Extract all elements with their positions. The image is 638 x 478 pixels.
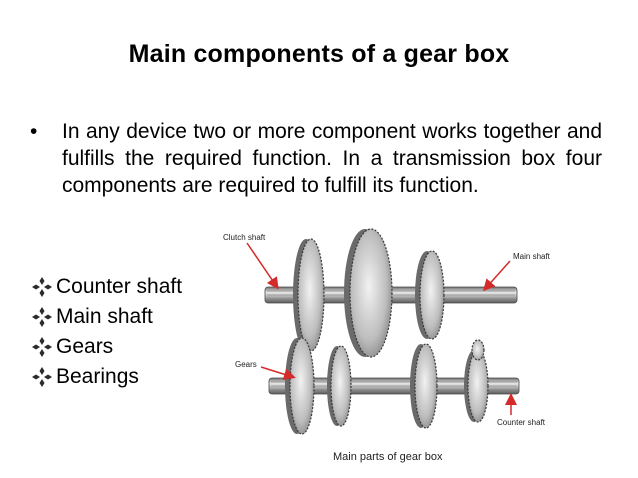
gearbox-illustration: Clutch shaft Main shaft Gears Counter sh…	[223, 228, 551, 463]
gears-label: Gears	[235, 360, 257, 369]
bullet-paragraph: • In any device two or more component wo…	[30, 118, 602, 199]
four-diamond-bullet-icon	[32, 337, 52, 357]
upper-gear-1	[293, 238, 325, 352]
lower-gear-1	[285, 337, 315, 435]
main-shaft-arrow	[483, 260, 511, 292]
lower-gear-3	[410, 343, 438, 429]
gears-arrow	[260, 366, 296, 381]
reverse-idler-gear	[471, 339, 485, 361]
gearbox-figure: Clutch shaft Main shaft Gears Counter sh…	[207, 203, 557, 468]
upper-gear-3	[415, 250, 445, 340]
counter-shaft-label: Counter shaft	[497, 418, 546, 427]
list-item-label: Bearings	[56, 365, 139, 388]
clutch-shaft-arrow	[246, 242, 279, 290]
figure-caption: Main parts of gear box	[333, 451, 443, 463]
four-diamond-bullet-icon	[32, 277, 52, 297]
four-diamond-bullet-icon	[32, 367, 52, 387]
list-item: Main shaft	[30, 302, 182, 332]
clutch-shaft-label: Clutch shaft	[223, 233, 266, 242]
slide-title: Main components of a gear box	[128, 40, 510, 68]
upper-gear-2	[344, 228, 393, 358]
bullet-dot: •	[30, 120, 38, 143]
component-list: Counter shaft Main shaft Gears Bearings	[30, 272, 182, 392]
paragraph-text: In any device two or more component work…	[62, 120, 602, 197]
lower-gear-4	[464, 349, 489, 423]
main-shaft-label: Main shaft	[513, 252, 551, 261]
list-item: Counter shaft	[30, 272, 182, 302]
list-item-label: Gears	[56, 335, 114, 358]
list-item-label: Counter shaft	[56, 275, 183, 298]
list-item: Gears	[30, 332, 182, 362]
list-item: Bearings	[30, 362, 182, 392]
list-item-label: Main shaft	[56, 305, 153, 328]
four-diamond-bullet-icon	[32, 307, 52, 327]
lower-gear-2	[327, 345, 352, 427]
